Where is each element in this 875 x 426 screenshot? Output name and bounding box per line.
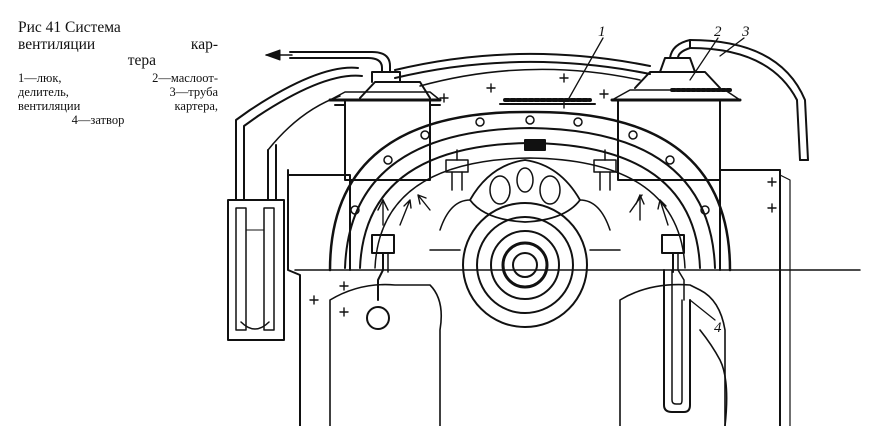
crankshaft-bearing	[429, 159, 621, 328]
hatch-cover	[499, 98, 596, 151]
left-head	[328, 98, 442, 181]
legend-line-3: вентиляции картера,	[18, 98, 218, 113]
legend-line-2: делитель, 3—труба	[18, 84, 218, 99]
right-head	[610, 98, 742, 181]
caption-title-line-1: Рис 41 Система	[18, 19, 121, 36]
oil-separator-right	[611, 57, 741, 101]
breather-left	[371, 194, 431, 301]
legend-line-4: 4—затвор	[71, 112, 125, 127]
crankcase-arch	[328, 110, 732, 272]
engine-block	[287, 169, 861, 426]
callout-leaders	[567, 37, 745, 321]
oil-seal-trap	[663, 269, 691, 413]
callout-3: 3	[741, 24, 750, 40]
legend-line-1: 1—люк, 2—маслоот-	[18, 70, 218, 85]
callout-2: 2	[714, 24, 722, 40]
studs	[445, 149, 617, 191]
manometer	[227, 199, 285, 341]
breather-right	[629, 194, 685, 301]
caption-legend: 1—люк, 2—маслоот- делитель, 3—труба вент…	[18, 71, 218, 127]
caption-title: Рис 41 Система вентиляции кар- тера	[18, 19, 218, 70]
ventilation-pipes	[235, 39, 809, 201]
figure-caption: Рис 41 Система вентиляции кар- тера 1—лю…	[18, 19, 218, 127]
caption-title-line-2: вентиляции кар-	[18, 35, 218, 53]
callout-1: 1	[598, 24, 606, 40]
caption-title-line-3: тера	[127, 52, 156, 69]
callout-4: 4	[714, 320, 722, 336]
